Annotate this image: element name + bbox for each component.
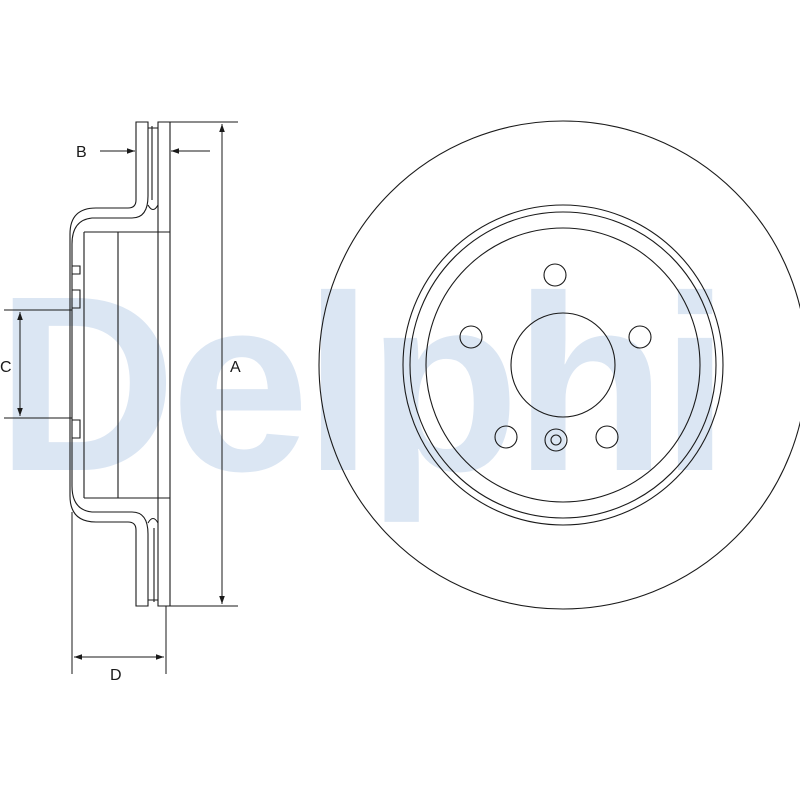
hub-face-circle [425, 227, 701, 503]
dimension-c-label: C [0, 359, 12, 376]
dimension-d-label: D [110, 667, 122, 684]
center-bore [510, 312, 616, 418]
dimension-c: C [0, 309, 72, 419]
vent-channel [148, 126, 158, 602]
bolt-hole [595, 425, 619, 449]
disc-hat-profile [69, 121, 149, 607]
dimension-a: A [170, 121, 241, 607]
bolt-hole [459, 325, 483, 349]
vent-bump-bottom [147, 517, 159, 524]
hat-outer-circle [402, 204, 724, 526]
dimension-b-label: B [76, 144, 87, 161]
hat-inner-wall [83, 231, 170, 499]
vent-bump-top [147, 204, 159, 211]
bolt-hole [494, 425, 518, 449]
dimension-d: D [71, 512, 167, 684]
locating-hole-inner [550, 434, 562, 446]
bolt-hole [628, 325, 652, 349]
dimension-a-label: A [230, 359, 241, 376]
hub-hole-marks [72, 265, 81, 439]
dimension-b: B [76, 144, 210, 161]
hat-step-circle [409, 211, 717, 519]
delphi-watermark: Delphi [0, 244, 724, 523]
disc-front-view [318, 120, 800, 610]
bolt-hole [543, 263, 567, 287]
locating-hole [544, 428, 568, 452]
disc-outer-edge [318, 120, 800, 610]
